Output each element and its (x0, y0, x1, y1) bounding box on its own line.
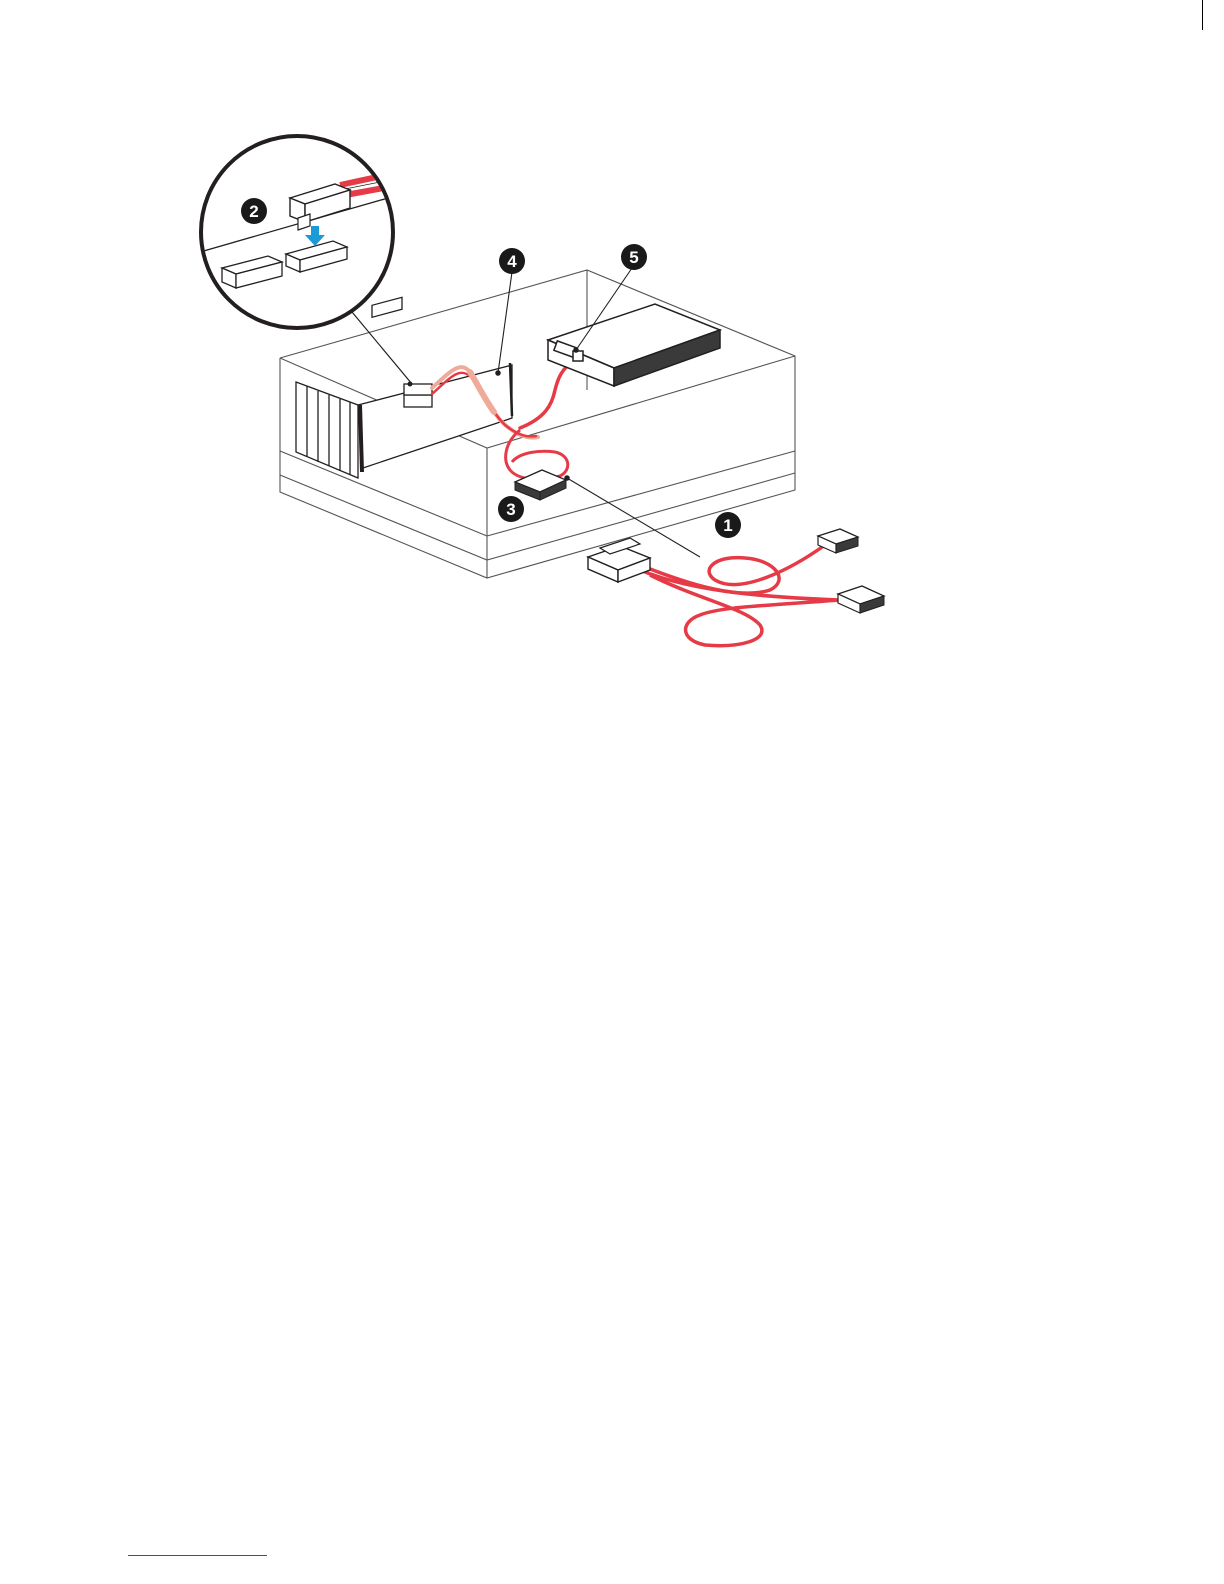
detail-inset (200, 136, 413, 387)
callout-4: 4 (499, 248, 525, 274)
external-cable (588, 529, 884, 646)
tape-drive (548, 304, 720, 386)
callout-1: 1 (715, 512, 741, 538)
footer-link-rule (128, 1555, 267, 1556)
callout-1-label: 1 (723, 516, 732, 535)
callout-3-label: 3 (506, 500, 515, 519)
cable-installation-figure: 1 2 3 4 5 (0, 0, 1224, 700)
drive-cable (520, 360, 575, 428)
expansion-slot-panel (296, 382, 358, 478)
callout-3: 3 (498, 496, 524, 522)
callout-2-label: 2 (249, 202, 258, 221)
callout-2: 2 (241, 198, 267, 224)
callout-5-label: 5 (629, 248, 638, 267)
callout-5: 5 (621, 244, 647, 270)
callout-4-label: 4 (507, 252, 517, 271)
cable-loop-3 (506, 430, 568, 500)
